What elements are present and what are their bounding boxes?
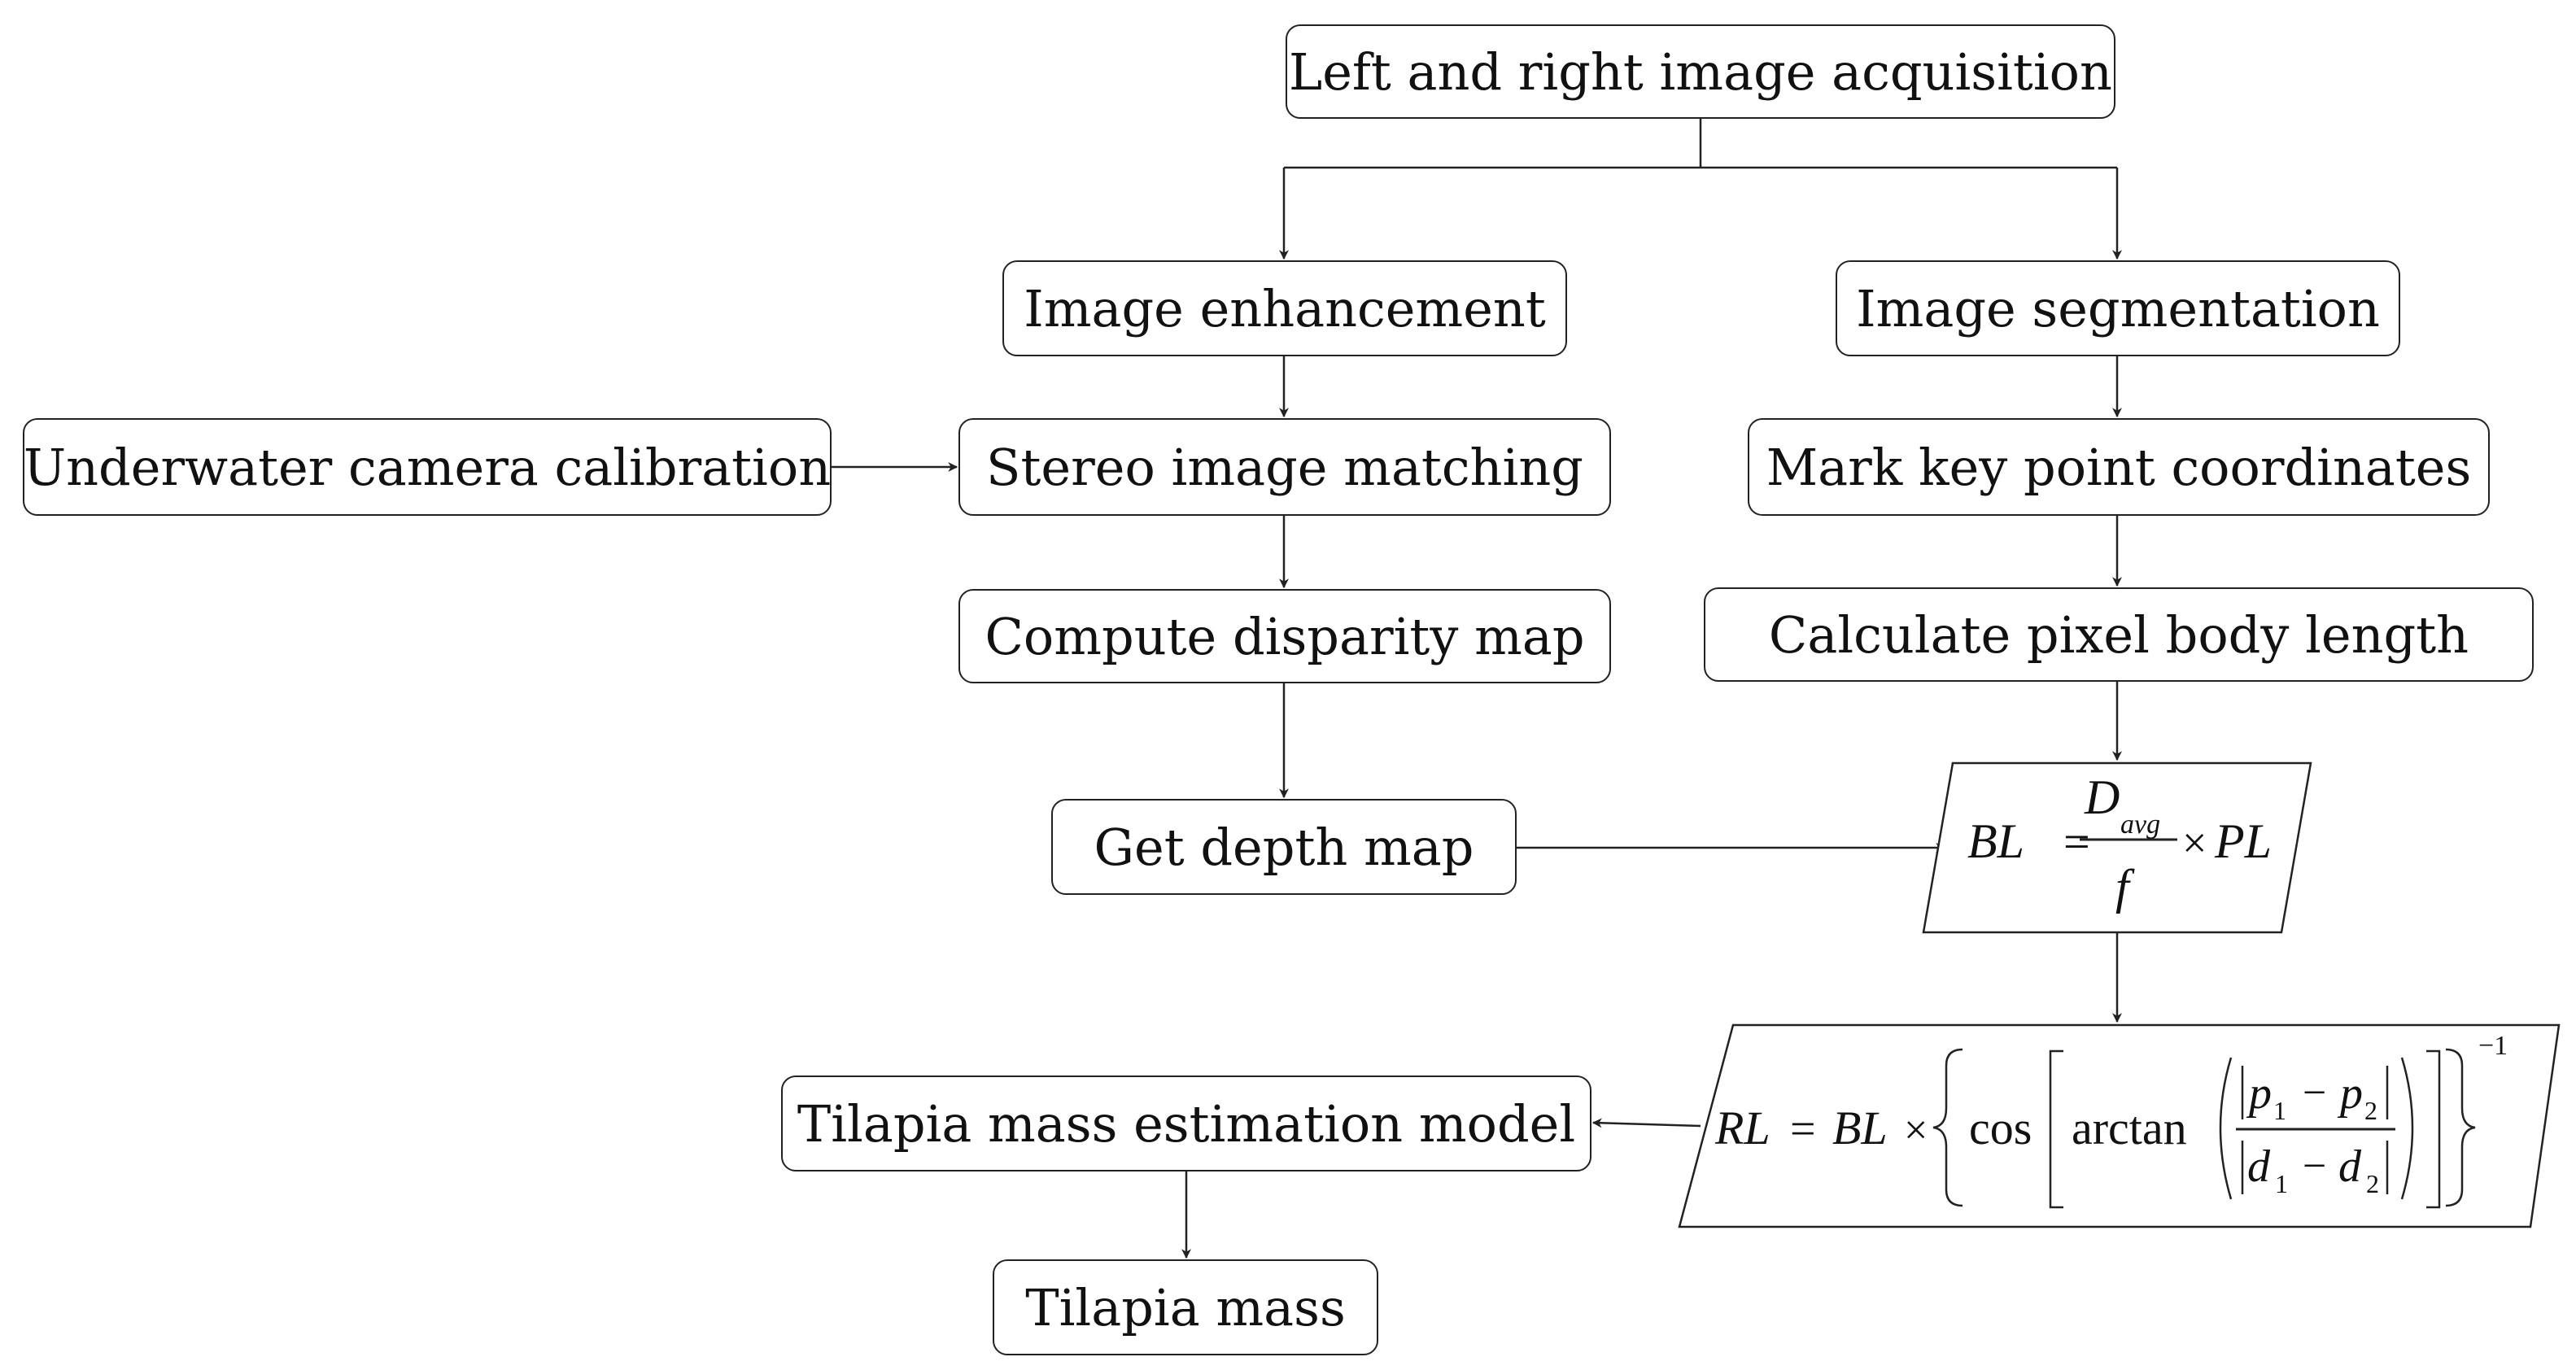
bl-equals: = — [2063, 815, 2090, 868]
node-mass-label: Tilapia mass — [1025, 1277, 1346, 1337]
rl-equals: = — [1790, 1104, 1816, 1154]
rl-brace-left — [1932, 1048, 1963, 1207]
node-enhancement-label: Image enhancement — [1024, 278, 1546, 338]
node-mass: Tilapia mass — [993, 1259, 1378, 1355]
node-acquisition: Left and right image acquisition — [1286, 24, 2115, 119]
node-pixel-length-label: Calculate pixel body length — [1768, 604, 2469, 665]
rl-d1-sub: 1 — [2275, 1169, 2288, 1198]
rl-d1: d — [2247, 1141, 2271, 1192]
node-calibration: Underwater camera calibration — [23, 418, 832, 516]
bl-numerator-sub: avg — [2120, 809, 2160, 840]
rl-bracket-left — [2049, 1049, 2063, 1209]
node-mass-model-label: Tilapia mass estimation model — [797, 1093, 1576, 1154]
bl-formula: BL = D avg f × PL — [1967, 770, 2272, 914]
node-key-points-label: Mark key point coordinates — [1766, 437, 2472, 497]
rl-bl: BL — [1832, 1102, 1888, 1154]
node-acquisition-label: Left and right image acquisition — [1289, 41, 2112, 102]
node-disparity-label: Compute disparity map — [985, 606, 1585, 666]
edge-rl-model — [1591, 1118, 1701, 1128]
rl-den-minus: − — [2303, 1143, 2326, 1189]
node-stereo-matching-label: Stereo image matching — [986, 437, 1583, 497]
rl-d2-sub: 2 — [2366, 1169, 2379, 1198]
rl-p2-sub: 2 — [2364, 1096, 2377, 1125]
bl-rhs: PL — [2214, 814, 2272, 868]
rl-lhs: RL — [1714, 1102, 1770, 1154]
rl-formula: RL = BL × cos arctan p 1 − p 2 d 1 — [1714, 1031, 2508, 1209]
node-mass-model: Tilapia mass estimation model — [781, 1075, 1591, 1171]
rl-exponent: −1 — [2478, 1031, 2508, 1061]
bl-lhs: BL — [1967, 814, 2024, 868]
rl-p2: p — [2337, 1068, 2363, 1119]
node-calibration-label: Underwater camera calibration — [23, 437, 832, 497]
rl-cos: cos — [1969, 1102, 2032, 1154]
node-segmentation-label: Image segmentation — [1856, 278, 2380, 338]
rl-formula-shape — [1678, 1023, 2561, 1228]
node-pixel-length: Calculate pixel body length — [1704, 587, 2534, 682]
bl-formula-shape — [1922, 761, 2312, 934]
node-key-points: Mark key point coordinates — [1748, 418, 2490, 516]
bl-times: × — [2182, 818, 2207, 867]
rl-bracket-right — [2426, 1049, 2441, 1209]
node-stereo-matching: Stereo image matching — [958, 418, 1611, 516]
rl-d2: d — [2338, 1141, 2362, 1192]
rl-paren-left — [2219, 1057, 2233, 1200]
node-segmentation: Image segmentation — [1836, 260, 2400, 356]
rl-p1: p — [2246, 1068, 2272, 1119]
node-depth-map-label: Get depth map — [1094, 817, 1474, 877]
bl-numerator: D — [2084, 770, 2120, 824]
rl-p1-sub: 1 — [2273, 1096, 2286, 1125]
rl-times: × — [1904, 1107, 1928, 1154]
node-disparity: Compute disparity map — [958, 589, 1611, 683]
rl-arctan: arctan — [2072, 1102, 2187, 1154]
node-depth-map: Get depth map — [1051, 799, 1517, 895]
node-enhancement: Image enhancement — [1002, 260, 1567, 356]
rl-num-minus: − — [2303, 1070, 2326, 1116]
rl-brace-right — [2445, 1048, 2476, 1207]
rl-paren-right — [2400, 1057, 2414, 1200]
